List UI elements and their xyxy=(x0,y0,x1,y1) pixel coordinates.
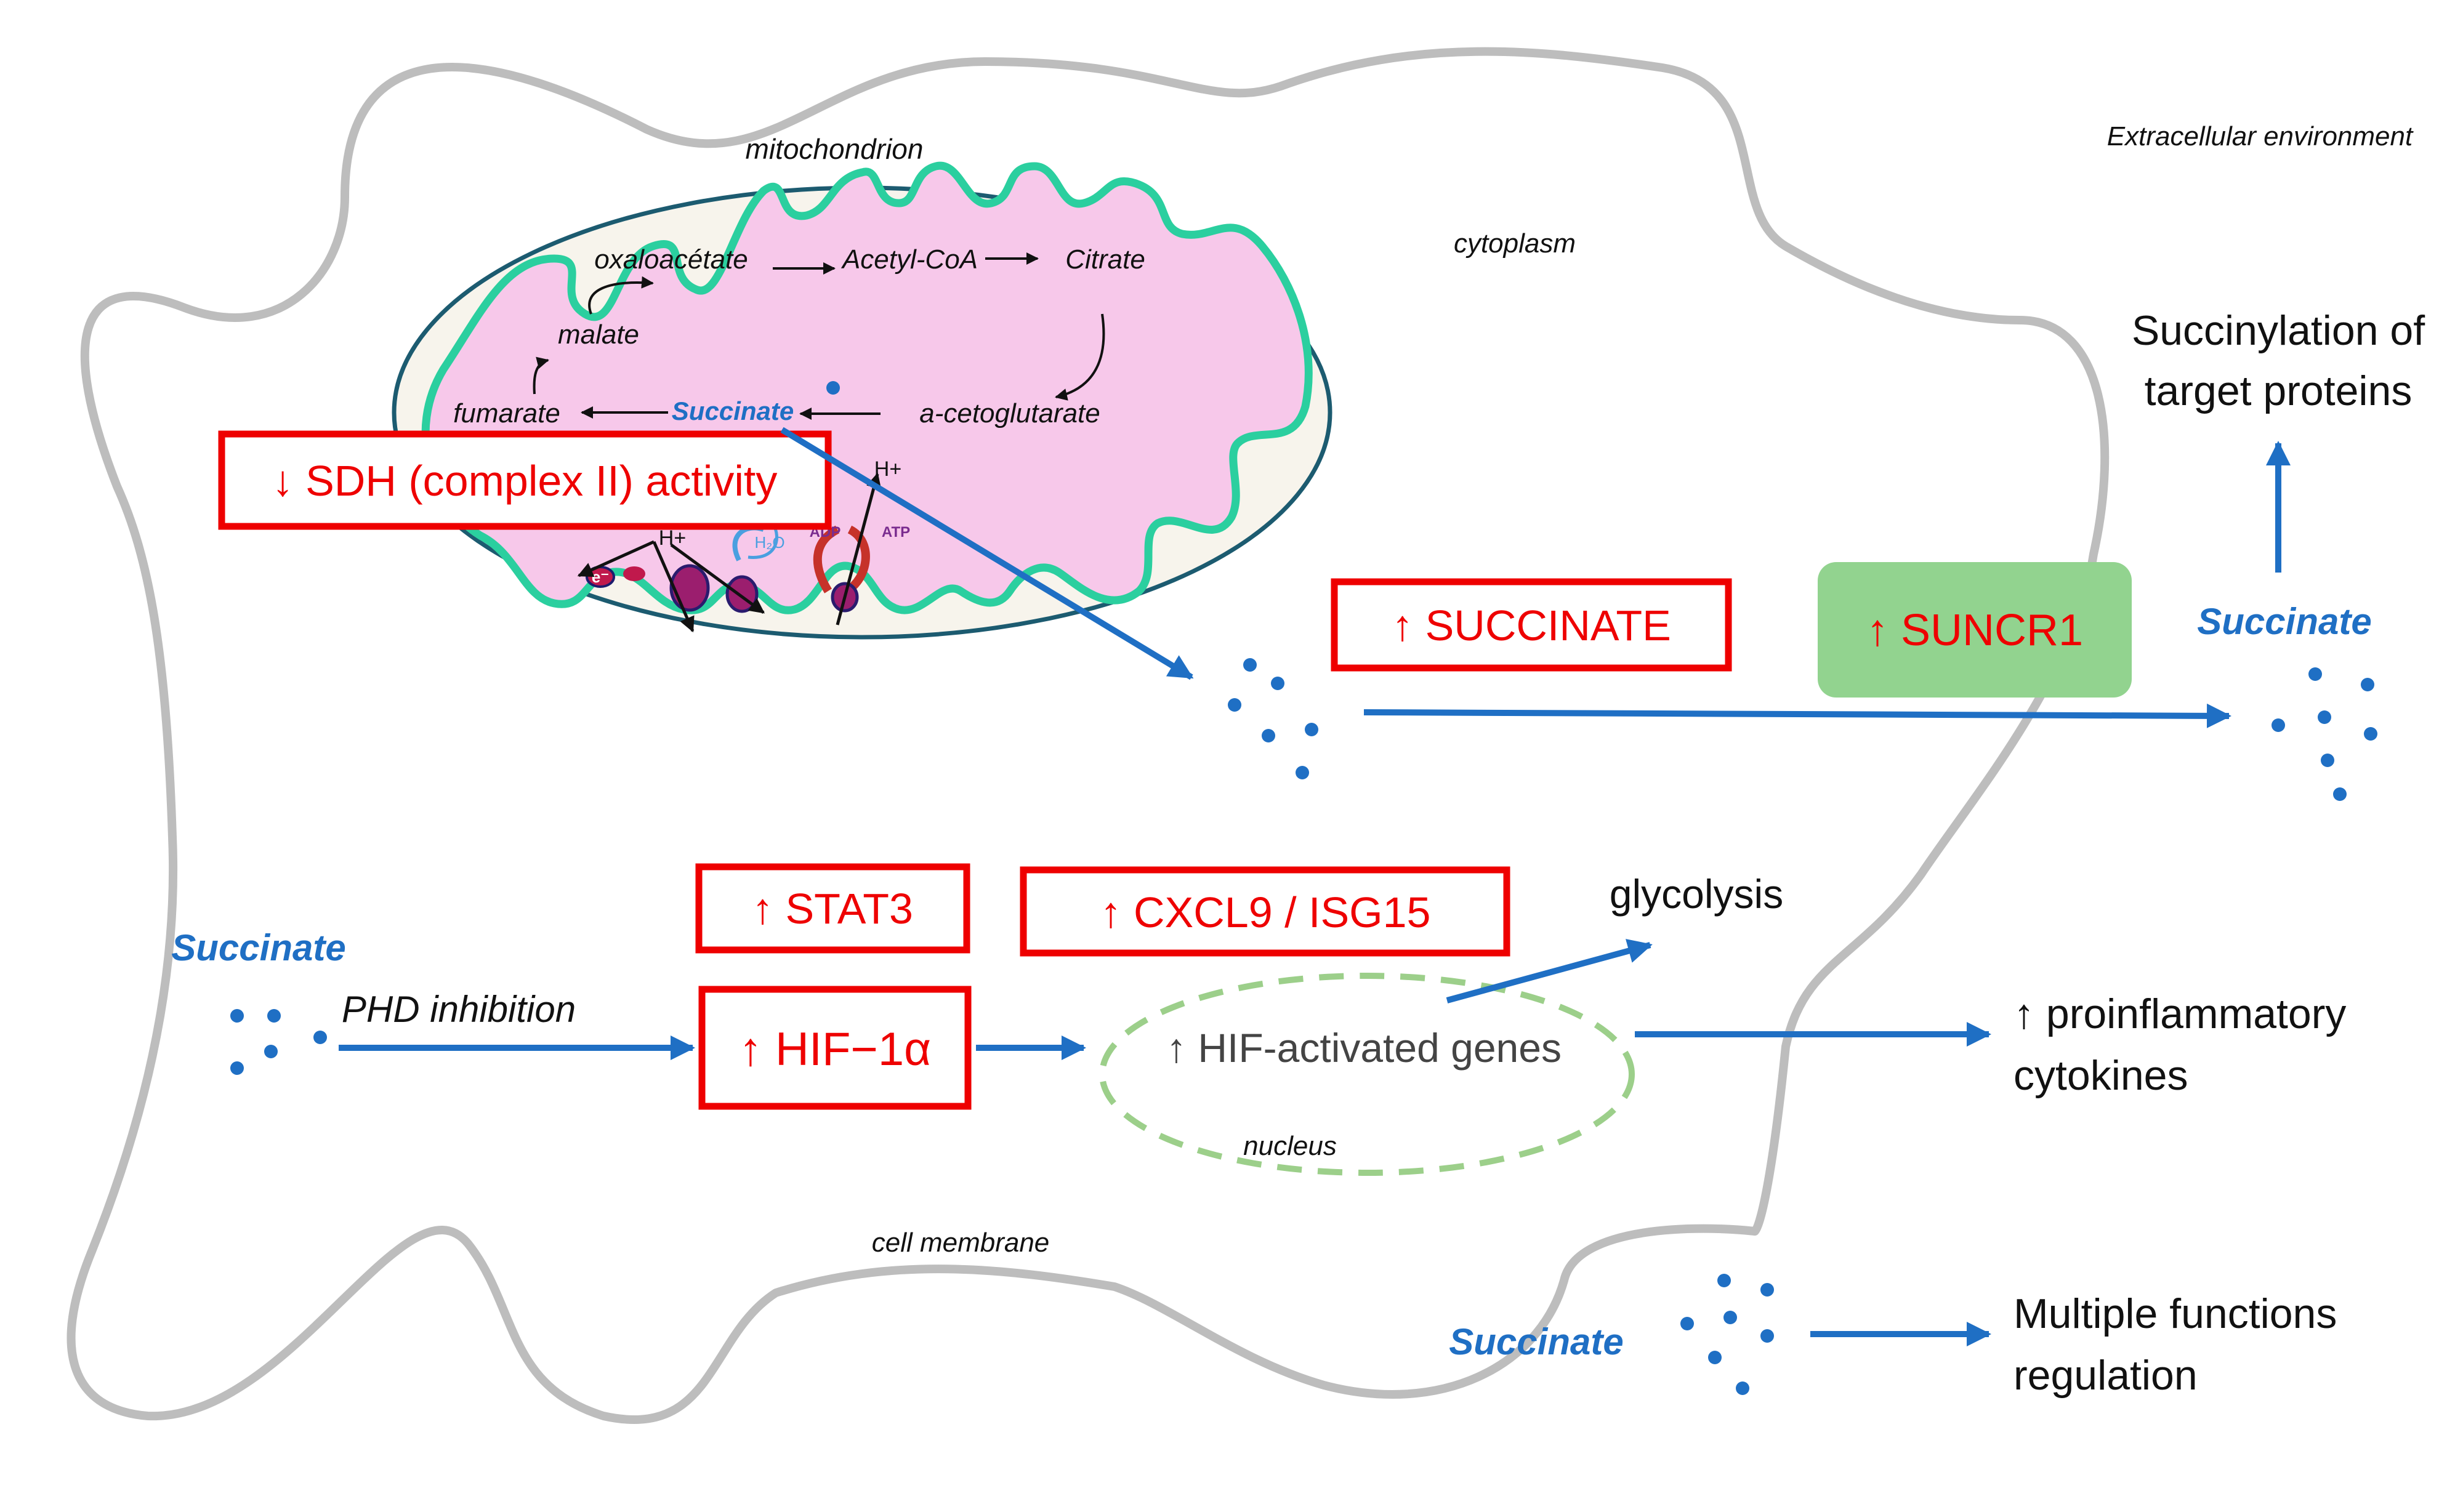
hif1a-box: ↑ HIF−1α xyxy=(698,986,972,1110)
succinate-dots-bottom xyxy=(1680,1274,1774,1395)
succinate-dot-mito xyxy=(826,381,840,395)
sdh-activity-label: ↓ SDH (complex II) activity xyxy=(272,457,778,505)
succinate-increase-box: ↑ SUCCINATE xyxy=(1331,578,1732,672)
proinflammatory-line1: ↑ proinflammatory xyxy=(2014,991,2346,1037)
electron-transport-chain: e⁻ H+ H+ H₂O ADP ATP xyxy=(577,457,910,633)
stat3-box: ↑ STAT3 xyxy=(695,863,970,954)
succinate-dots-left xyxy=(230,1009,327,1075)
suncr1-box: ↑ SUNCR1 xyxy=(1818,562,2132,698)
succinate-increase-label: ↑ SUCCINATE xyxy=(1392,601,1671,649)
arrow-succinate-release xyxy=(1363,703,2231,728)
succinylation-line2: target proteins xyxy=(2145,368,2413,414)
multiple-functions-line1: Multiple functions xyxy=(2014,1290,2337,1337)
succinate-left-label: Succinate xyxy=(171,927,345,968)
tca-oxaloacetate: oxaloacétate xyxy=(594,244,748,275)
phd-inhibition-label: PHD inhibition xyxy=(342,989,576,1030)
proinflammatory-line2: cytokines xyxy=(2014,1052,2188,1099)
etc-h-plus-1: H+ xyxy=(659,526,686,550)
succinate-extracellular-label: Succinate xyxy=(2197,601,2371,642)
arrow-succinate-export xyxy=(780,427,1194,680)
svg-text:e⁻: e⁻ xyxy=(592,568,609,586)
tca-fumarate: fumarate xyxy=(453,398,560,428)
nucleus: ↑ HIF-activated genes nucleus xyxy=(1099,973,1635,1176)
sdh-activity-box: ↓ SDH (complex II) activity xyxy=(218,430,832,530)
extracellular-label: Extracellular environment xyxy=(2107,121,2414,151)
suncr1-label: ↑ SUNCR1 xyxy=(1866,606,2083,655)
hif1a-label: ↑ HIF−1α xyxy=(739,1023,931,1076)
tca-succinate: Succinate xyxy=(672,396,794,425)
tca-malate: malate xyxy=(558,320,639,350)
succinate-dots-cytoplasm xyxy=(1228,658,1318,779)
succinate-dots-extracellular xyxy=(2272,667,2377,801)
etc-atp: ATP xyxy=(882,524,910,541)
cxcl9-isg15-box: ↑ CXCL9 / ISG15 xyxy=(1020,866,1510,957)
cell-membrane xyxy=(67,47,2110,1424)
nucleus-label: nucleus xyxy=(1243,1131,1337,1161)
etc-h2o: H₂O xyxy=(754,533,784,552)
arrow-glycolysis xyxy=(1446,939,1653,1003)
tca-citrate: Citrate xyxy=(1065,244,1145,275)
cell-membrane-label: cell membrane xyxy=(872,1228,1050,1258)
cytoplasm-label: cytoplasm xyxy=(1454,228,1576,259)
succinate-bottom-label: Succinate xyxy=(1449,1321,1623,1362)
hif-activated-genes-label: ↑ HIF-activated genes xyxy=(1166,1025,1562,1071)
stat3-label: ↑ STAT3 xyxy=(752,885,913,933)
cxcl9-isg15-label: ↑ CXCL9 / ISG15 xyxy=(1100,888,1431,936)
succinylation-line1: Succinylation of xyxy=(2132,307,2425,354)
glycolysis-label: glycolysis xyxy=(1610,871,1783,917)
tca-acetyl-coa: Acetyl-CoA xyxy=(840,244,978,275)
etc-h-plus-2: H+ xyxy=(874,457,901,481)
multiple-functions-line2: regulation xyxy=(2014,1352,2198,1399)
tca-a-ketoglutarate: a-cetoglutarate xyxy=(919,398,1100,428)
mitochondrion-label: mitochondrion xyxy=(746,133,924,165)
tca-arrows xyxy=(533,252,1105,420)
